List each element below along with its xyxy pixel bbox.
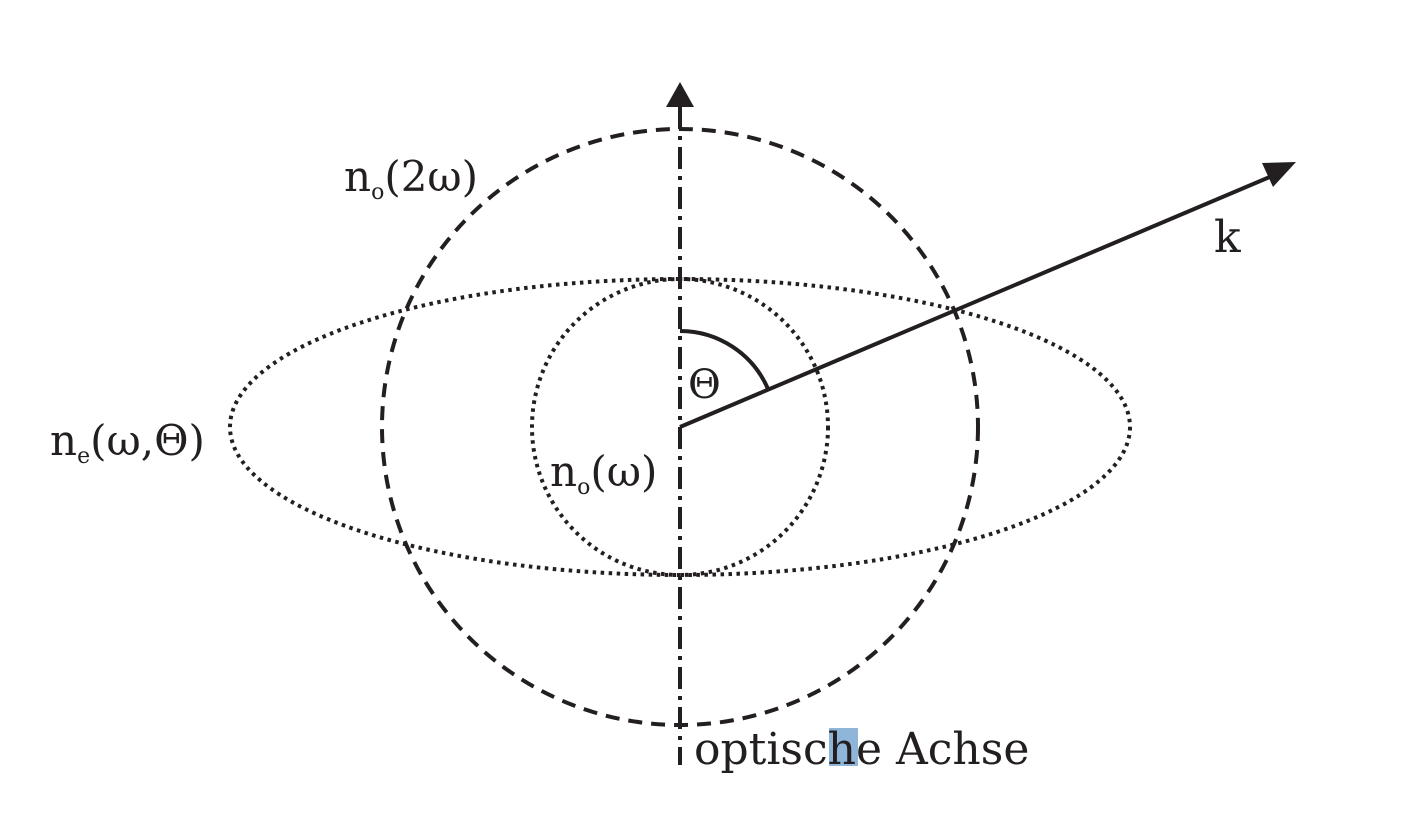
label-k: k [1214, 212, 1241, 263]
optical-axis-arrowhead [666, 82, 694, 107]
circle-n-o-2omega [380, 127, 980, 727]
theta-angle-arc [679, 329, 770, 390]
k-vector-arrowhead [1262, 162, 1296, 187]
label-n-o-omega: no(ω) [550, 447, 657, 500]
circle-n-o-omega [530, 277, 830, 577]
ellipse-n-e [228, 277, 1132, 577]
k-vector-line [679, 174, 1273, 429]
text-selection-highlight [829, 728, 858, 766]
label-n-e: ne(ω,Θ) [50, 416, 205, 469]
label-optical-axis: optische Achse [694, 724, 1029, 775]
label-n-o-2omega: no(2ω) [344, 152, 478, 205]
label-theta: Θ [688, 362, 721, 408]
